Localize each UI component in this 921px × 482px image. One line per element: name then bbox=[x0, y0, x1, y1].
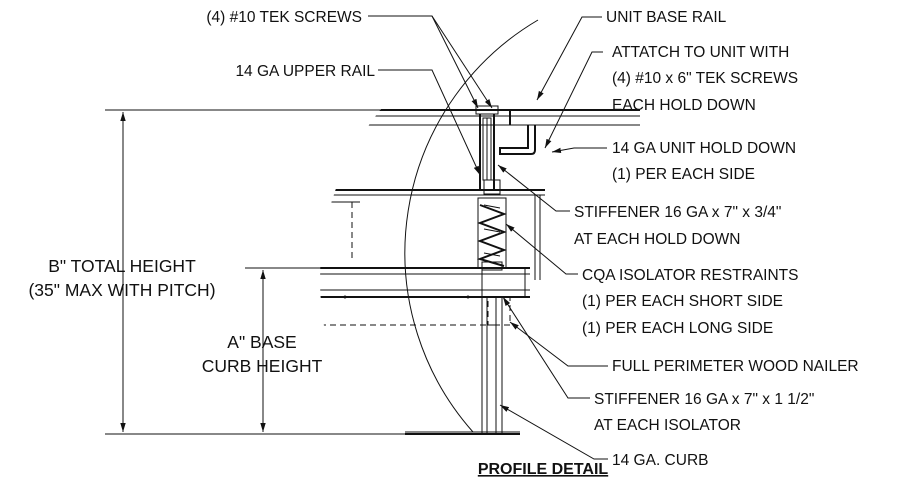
label-tek-screws: (4) #10 TEK SCREWS bbox=[206, 9, 362, 26]
label-cqa-line2: (1) PER EACH SHORT SIDE bbox=[582, 293, 783, 310]
upper-rail bbox=[320, 189, 545, 196]
hold-down-bracket bbox=[499, 125, 536, 155]
label-base-height-line1: A" BASE bbox=[227, 332, 296, 352]
label-stiffener-a-line2: AT EACH HOLD DOWN bbox=[574, 231, 741, 248]
tek-screw-stack bbox=[475, 105, 499, 190]
label-attach-line3: EACH HOLD DOWN bbox=[612, 97, 756, 114]
label-stiffener-b-line2: AT EACH ISOLATOR bbox=[594, 417, 741, 434]
label-unit-base-rail: UNIT BASE RAIL bbox=[606, 9, 727, 26]
label-total-height-line2: (35" MAX WITH PITCH) bbox=[28, 280, 215, 300]
label-nailer: FULL PERIMETER WOOD NAILER bbox=[612, 358, 859, 375]
unit-base-rail bbox=[320, 109, 640, 126]
label-total-height-line1: B" TOTAL HEIGHT bbox=[48, 256, 196, 276]
label-stiffener-a-line1: STIFFENER 16 GA x 7" x 3/4" bbox=[574, 204, 781, 221]
drawing-title: PROFILE DETAIL bbox=[478, 461, 609, 478]
leader-lines bbox=[368, 15, 608, 460]
label-hold-down-line1: 14 GA UNIT HOLD DOWN bbox=[612, 140, 796, 157]
base-height-dimension bbox=[245, 267, 330, 432]
label-cqa-line3: (1) PER EACH LONG SIDE bbox=[582, 320, 773, 337]
label-base-height-line2: CURB HEIGHT bbox=[202, 356, 323, 376]
detail-boundary-arc bbox=[404, 19, 539, 433]
label-attach-line1: ATTATCH TO UNIT WITH bbox=[612, 44, 789, 61]
total-height-dimension bbox=[105, 109, 470, 435]
label-attach-line2: (4) #10 x 6" TEK SCREWS bbox=[612, 70, 798, 87]
label-curb: 14 GA. CURB bbox=[612, 452, 708, 469]
curb-assembly bbox=[320, 109, 640, 435]
curb-wall bbox=[405, 270, 520, 435]
label-upper-rail: 14 GA UPPER RAIL bbox=[235, 63, 375, 80]
wood-nailer bbox=[487, 296, 511, 326]
cqa-isolator bbox=[476, 179, 507, 271]
label-stiffener-b-line1: STIFFENER 16 GA x 7" x 1 1/2" bbox=[594, 391, 814, 408]
label-cqa-line1: CQA ISOLATOR RESTRAINTS bbox=[582, 267, 798, 284]
label-hold-down-line2: (1) PER EACH SIDE bbox=[612, 166, 755, 183]
